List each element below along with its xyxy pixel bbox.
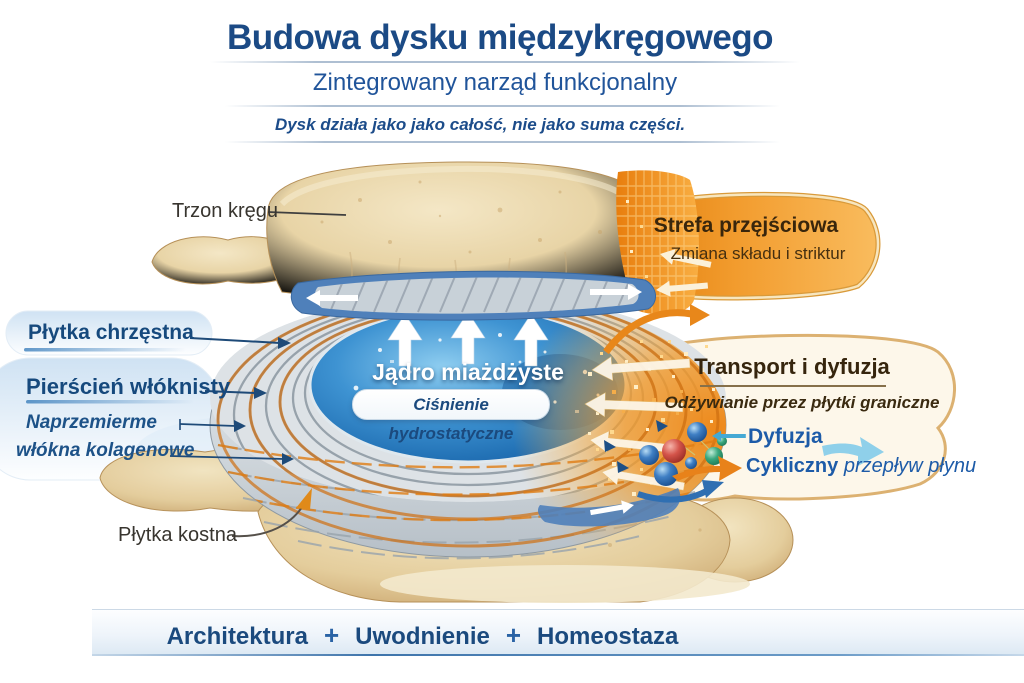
footer-item-hydration: Uwodnienie <box>355 623 490 650</box>
page-tagline: Dysk działa jako jako całość, nie jako s… <box>274 115 686 134</box>
navy-triangle-icon <box>604 440 616 452</box>
diffusion-right-arrow-icon <box>822 437 884 466</box>
label-cartilage-endplate: Płytka chrzęstna <box>28 321 194 344</box>
hydrostatic-pressure-pill: Ciśnienie hydrostatyczne <box>352 389 550 443</box>
blue-curved-arrow-icon <box>637 480 724 503</box>
endplate-band <box>290 270 656 321</box>
footer-plus-icon: + <box>505 620 522 650</box>
hydrostatic-pressure-label: Ciśnienie hydrostatyczne <box>388 395 514 443</box>
lower-endplate-band <box>537 488 681 527</box>
upper-vertebra <box>151 161 649 301</box>
red-molecule <box>662 439 686 463</box>
blue-molecule <box>639 445 659 465</box>
kostna-pointer-line <box>231 488 312 538</box>
footer-bottom-line <box>92 654 1024 656</box>
transition-zone-subtitle: Zmiana składu i striktur <box>670 244 846 263</box>
nucleus-title: Jądro miażdżyste <box>372 359 564 385</box>
pointer-lines <box>169 211 347 538</box>
naprzemienne-pointer-line-2 <box>169 453 294 465</box>
footer-item-homeostasis: Homeostaza <box>537 623 679 650</box>
green-molecule <box>705 447 723 465</box>
transport-title: Transport i dyfuzja <box>694 354 890 379</box>
label-collagen-fibers-line1: Naprzemierme <box>26 412 157 433</box>
blue-molecule-small <box>685 457 697 469</box>
page-subtitle: Zintegrowany narząd funkcjonalny <box>312 69 678 96</box>
label-vertebral-body: Trzon kręgu <box>172 200 278 222</box>
transport-title-underline <box>700 385 886 387</box>
pierscien-pointer-line <box>204 387 267 399</box>
cyclic-flow-label: Cykliczny przepływ płynu <box>746 455 976 478</box>
cartilage-endplate-bubble <box>5 310 213 356</box>
title-divider <box>210 61 800 63</box>
label-collagen-fibers-line2: włókna kolagenowe <box>16 440 195 461</box>
cyclic-flow-arrow-icon <box>672 456 742 481</box>
page-title: Budowa dysku międzykręgowego <box>226 18 774 57</box>
footer-item-architecture: Architektura <box>166 623 308 650</box>
footer-plus-icon: + <box>323 620 340 650</box>
chrzestna-pointer-line <box>189 337 291 349</box>
label-bony-endplate: Płytka kostna <box>118 524 237 546</box>
subtitle-divider <box>225 105 780 107</box>
trzon-pointer-line <box>267 211 347 216</box>
naprzemienne-pointer-line-1 <box>179 419 246 432</box>
transport-subtitle: Odżywianie przez płytki graniczne <box>664 393 940 412</box>
tagline-divider <box>225 141 780 143</box>
orange-swoosh-arrow-icon <box>603 304 710 355</box>
footer-text: Architektura + Uwodnienie + Homeostaza <box>0 620 845 651</box>
cyclic-flow-label-bold: Cykliczny <box>746 455 839 477</box>
label-annulus-fibrosus: Pierścień włóknisty <box>26 374 231 399</box>
blue-molecule <box>654 462 678 486</box>
footer-bar <box>92 609 1024 656</box>
navy-triangle-icon <box>656 420 668 432</box>
molecule-cluster <box>604 420 727 486</box>
transition-zone-title: Strefa przęjściowa <box>653 214 839 237</box>
diffusion-label: Dyfuzja <box>748 425 823 448</box>
cyclic-flow-label-rest: przepływ płynu <box>843 455 977 477</box>
blue-molecule <box>687 422 707 442</box>
navy-triangle-icon <box>617 461 629 473</box>
